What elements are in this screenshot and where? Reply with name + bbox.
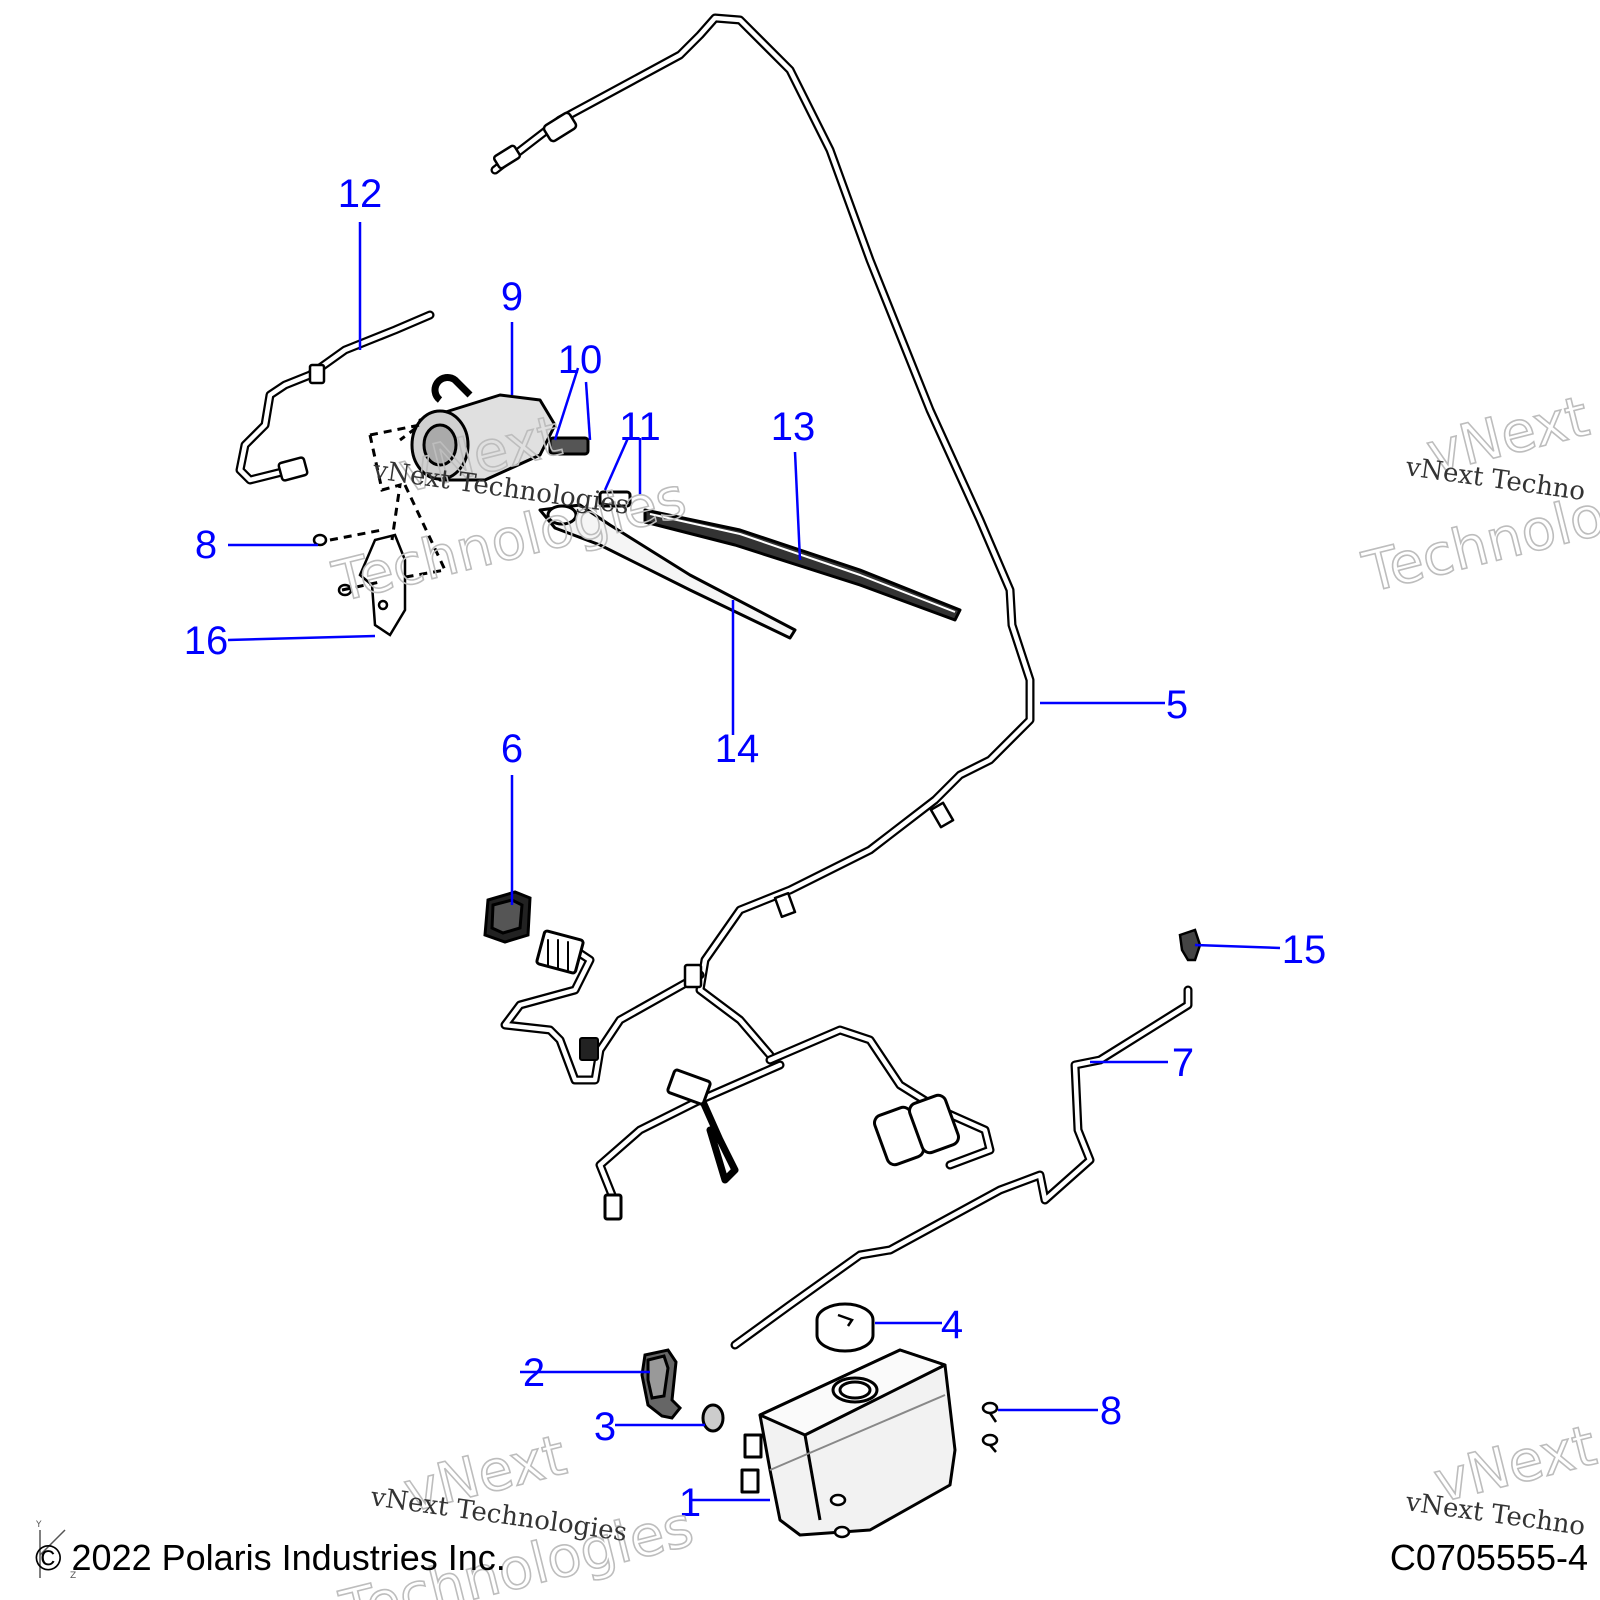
washer-pump-2 — [640, 1348, 683, 1420]
grommet-3 — [701, 1403, 725, 1433]
callout-13: 13 — [771, 405, 816, 449]
callout-4: 4 — [941, 1303, 963, 1347]
wiper-motor-9 — [410, 374, 590, 482]
callout-1: 1 — [679, 1481, 701, 1525]
bracket-16 — [312, 533, 407, 637]
callout-labels: 12 9 10 11 13 8 16 14 5 6 15 7 4 2 3 8 1 — [184, 172, 1327, 1525]
callout-11: 11 — [619, 405, 661, 449]
callout-6: 6 — [501, 727, 523, 771]
copyright-text: © 2022 Polaris Industries Inc. — [35, 1537, 506, 1578]
reservoir-tank-1 — [740, 1348, 957, 1537]
leader-lines — [227, 222, 1281, 1502]
harness-cable-5 — [490, 13, 1035, 1060]
callout-2: 2 — [523, 1351, 545, 1395]
wiper-blade-13 — [598, 490, 962, 622]
callout-3: 3 — [594, 1405, 616, 1449]
callout-14: 14 — [715, 727, 760, 771]
callout-8-lower: 8 — [1100, 1389, 1122, 1433]
callout-16: 16 — [184, 619, 229, 663]
screws-8-lower — [829, 1401, 999, 1539]
filler-cap-4 — [815, 1302, 875, 1353]
cable-12 — [235, 310, 435, 485]
callout-10: 10 — [558, 338, 603, 382]
diagram-code: C0705555-4 — [1390, 1537, 1588, 1578]
axis-triad: Y Z — [35, 1520, 76, 1581]
assembly-dashed-lines — [329, 423, 448, 592]
switch-6 — [483, 890, 532, 944]
wiper-arm-14 — [538, 503, 797, 640]
washer-hose-7 — [730, 985, 1193, 1350]
callout-15: 15 — [1282, 928, 1327, 972]
callout-9: 9 — [501, 275, 523, 319]
callout-7: 7 — [1172, 1041, 1194, 1085]
callout-8-upper: 8 — [195, 523, 217, 567]
axis-y-label: Y — [35, 1520, 42, 1530]
lower-harness-branch — [500, 929, 995, 1221]
axis-z-label: Z — [70, 1571, 76, 1581]
callout-12: 12 — [338, 172, 383, 216]
check-valve-15 — [1178, 928, 1202, 962]
callout-5: 5 — [1166, 683, 1188, 727]
